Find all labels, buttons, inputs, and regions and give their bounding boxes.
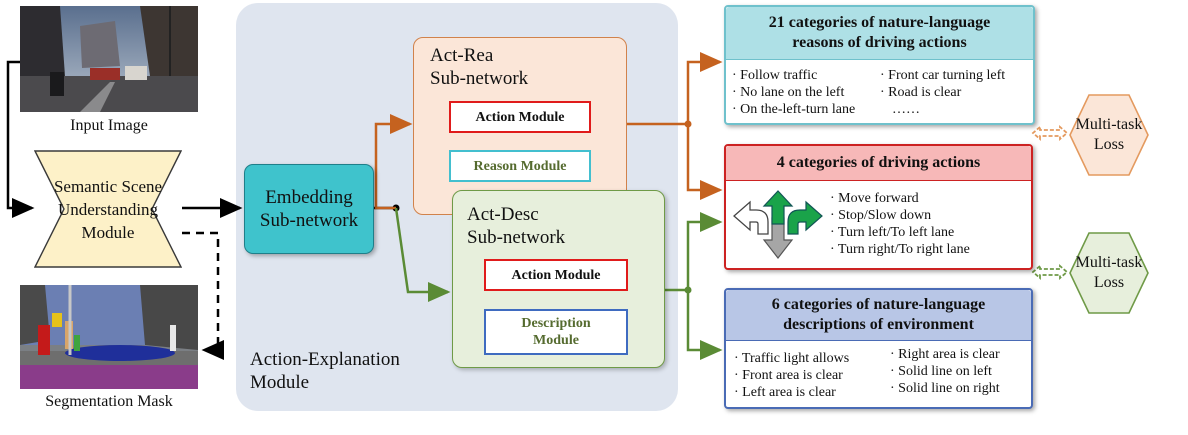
descriptions-list-right: · Right area is clear · Solid line on le… [890, 346, 1000, 397]
loss-link-green [1031, 264, 1069, 280]
reasons-list-left: · Follow traffic · No lane on the left ·… [732, 67, 855, 118]
loss1-line-2: Loss [1093, 136, 1125, 153]
reasons-title-line-2: reasons of driving actions [792, 34, 967, 51]
scene-line-2: Understanding [57, 199, 159, 219]
act-desc-line-2: Sub-network [467, 227, 566, 248]
list-item: · Solid line on left [890, 364, 992, 379]
act-rea-line-2: Sub-network [430, 68, 529, 89]
multi-task-loss-2: Multi-task Loss [1069, 232, 1149, 314]
multi-task-loss-1: Multi-task Loss [1069, 94, 1149, 176]
act-rea-title: Act-Rea Sub-network [430, 44, 528, 90]
scene-line-1: Semantic Scene [53, 176, 163, 196]
reasons-title: 21 categories of nature-language reasons… [726, 7, 1033, 60]
list-item: · Turn right/To right lane [830, 242, 970, 257]
panel-line-2: Module [250, 372, 310, 393]
action-explanation-label: Action-Explanation Module [250, 348, 450, 394]
embedding-line-1: Embedding [265, 187, 353, 208]
list-item: · No lane on the left [732, 85, 845, 100]
descriptions-title-line-2: descriptions of environment [783, 316, 974, 333]
list-item: · Front area is clear [734, 368, 843, 383]
loss-hexagon-orange [1069, 94, 1149, 176]
list-item: · Move forward [830, 191, 919, 206]
panel-line-1: Action-Explanation [250, 349, 400, 370]
embedding-line-2: Sub-network [259, 210, 359, 231]
reasons-list-right: · Front car turning left · Road is clear… [880, 67, 1005, 118]
list-item: · Traffic light allows [734, 351, 850, 366]
embedding-subnetwork: Embedding Sub-network [244, 164, 374, 254]
list-item: · On the-left-turn lane [732, 102, 856, 117]
loss1-line-1: Multi-task [1075, 116, 1143, 133]
actions-list: · Move forward · Stop/Slow down · Turn l… [830, 190, 970, 258]
list-item: · Solid line on right [890, 381, 1000, 396]
loss2-line-2: Loss [1093, 274, 1125, 291]
scene-line-3: Module [81, 222, 135, 242]
reasons-title-line-1: 21 categories of nature-language [768, 14, 991, 31]
scene-understanding-module: Semantic Scene Understanding Module [34, 166, 182, 252]
actions-title: 4 categories of driving actions [726, 146, 1031, 181]
description-module: Description Module [484, 309, 628, 355]
loss-link-orange [1031, 125, 1069, 141]
act-rea-subnetwork: Act-Rea Sub-network Action Module Reason… [413, 37, 627, 215]
act-desc-action-module: Action Module [484, 259, 628, 291]
segmentation-mask [20, 285, 198, 389]
list-item: …… [892, 102, 920, 117]
list-item: · Left area is clear [734, 385, 836, 400]
descriptions-category-box: 6 categories of nature-language descript… [724, 288, 1033, 409]
act-desc-subnetwork: Act-Desc Sub-network Action Module Descr… [452, 190, 665, 368]
list-item: · Turn left/To left lane [830, 225, 955, 240]
act-desc-line-1: Act-Desc [467, 204, 539, 225]
loss-hexagon-green [1069, 232, 1149, 314]
reason-module: Reason Module [449, 150, 591, 182]
segmentation-mask-label: Segmentation Mask [45, 393, 173, 410]
scene-module-shape [34, 150, 182, 268]
reasons-category-box: 21 categories of nature-language reasons… [724, 5, 1035, 125]
actions-category-box: 4 categories of driving actions · Move f… [724, 144, 1033, 270]
list-item: · Right area is clear [890, 347, 1000, 362]
descriptions-list-left: · Traffic light allows · Front area is c… [734, 350, 849, 401]
list-item: · Stop/Slow down [830, 208, 932, 223]
loss2-line-1: Multi-task [1075, 254, 1143, 271]
input-image [20, 6, 198, 112]
descriptions-title-line-1: 6 categories of nature-language [771, 296, 986, 313]
driving-arrows-icon [733, 190, 823, 259]
descriptions-title: 6 categories of nature-language descript… [726, 290, 1031, 341]
description-line-1: Description [521, 316, 591, 331]
list-item: · Follow traffic [732, 68, 818, 83]
act-rea-action-module: Action Module [449, 101, 591, 133]
act-desc-title: Act-Desc Sub-network [467, 203, 565, 249]
act-rea-line-1: Act-Rea [430, 45, 494, 66]
input-image-label: Input Image [70, 117, 148, 134]
list-item: · Road is clear [880, 85, 962, 100]
description-line-2: Module [533, 333, 579, 348]
list-item: · Front car turning left [880, 68, 1006, 83]
